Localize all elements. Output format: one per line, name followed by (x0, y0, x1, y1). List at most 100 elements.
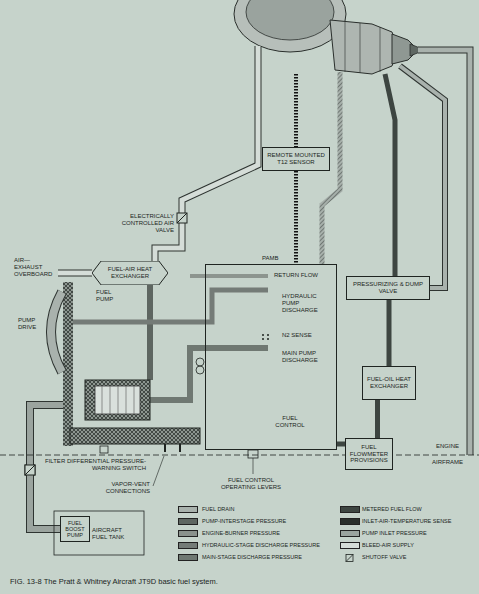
engine-drawing (234, 0, 346, 52)
node-label: FUEL-OIL HEAT EXCHANGER (365, 376, 413, 390)
part-label: FUEL CONTROL OPERATING LEVERS (218, 477, 284, 491)
fuel-pump-drawing (85, 380, 150, 420)
fuel-pump-drawing (248, 450, 258, 458)
flowmeter-box: FUEL FLOWMETER PROVISIONS (345, 438, 393, 470)
figure-caption: FIG. 13-8 The Pratt & Whitney Aircraft J… (10, 577, 218, 586)
sensor-box: REMOTE MOUNTED T12 SENSOR (262, 147, 330, 171)
engine-drawing (330, 20, 398, 74)
legend-swatch (178, 554, 198, 561)
fuel-pump-drawing (262, 334, 264, 336)
valve-symbol (345, 554, 355, 562)
fuel-pump-drawing (63, 282, 73, 446)
fuel-pump-drawing (253, 458, 254, 474)
fuel-pump-drawing (153, 456, 164, 486)
part-label: MAIN PUMP DISCHARGE (282, 350, 324, 364)
fuel-pump-drawing (51, 276, 269, 486)
node-label: FUEL FLOWMETER PROVISIONS (348, 444, 390, 465)
fuel-supply-pipe (25, 465, 35, 475)
legend-text: PUMP INLET PRESSURE (362, 530, 427, 536)
fuel-pump-drawing (100, 446, 108, 453)
fuel-pump-drawing (267, 334, 269, 336)
node-label: FUEL BOOST PUMP (63, 520, 87, 539)
valve-symbol (346, 555, 353, 562)
part-label: ELECTRICALLY CONTROLLED AIR VALVE (116, 213, 174, 234)
metered-fuel-line (387, 300, 392, 366)
part-label: AIRCRAFT FUEL TANK (92, 527, 134, 541)
fuel-pump-drawing (196, 366, 204, 374)
engine-lines (385, 74, 395, 276)
legend-swatch (178, 542, 198, 549)
fuel-pump-drawing (51, 292, 62, 372)
fuel-pump-drawing (267, 338, 269, 340)
part-label: FUEL PUMP (96, 289, 120, 303)
node-label: PRESSURIZING & DUMP VALVE (349, 281, 427, 295)
engine-lines (400, 66, 445, 288)
part-label: VAPOR-VENT CONNECTIONS (92, 481, 150, 495)
legend-swatch (178, 506, 198, 513)
engine-drawing (345, 22, 380, 73)
engine-airframe-boundary (0, 455, 479, 456)
legend-text: MAIN-STAGE DISCHARGE PRESSURE (202, 554, 302, 560)
part-label: N2 SENSE (282, 332, 312, 339)
metered-fuel-line (337, 442, 345, 447)
legend-swatch (178, 518, 198, 525)
part-label: FILTER DIFFERENTIAL PRESSURE-WARNING SWI… (40, 458, 146, 472)
fuel-supply-pipe (25, 405, 144, 555)
engine-drawing (234, 0, 425, 74)
pump-box: FUEL BOOST PUMP (60, 516, 90, 542)
fuel-pump-drawing (102, 386, 134, 414)
legend-text: METERED FUEL FLOW (362, 506, 422, 512)
hexagon-outline (92, 261, 168, 285)
legend-text: HYDRAULIC-STAGE DISCHARGE PRESSURE (202, 542, 320, 548)
engine-airframe-boundary (0, 455, 479, 456)
legend-text: INLET-AIR-TEMPERATURE SENSE (362, 518, 451, 524)
part-label: AIR— EXHAUST OVERBOARD (14, 257, 54, 278)
legend-text: PUMP-INTERSTAGE PRESSURE (202, 518, 286, 524)
legend-swatch (340, 530, 360, 537)
shutoff-valve-symbol (25, 465, 35, 475)
engine-lines (296, 50, 470, 455)
valve-box: PRESSURIZING & DUMP VALVE (346, 276, 430, 300)
bleed-air-pipe (58, 271, 93, 276)
legend-text: ENGINE-BURNER PRESSURE (202, 530, 280, 536)
legend-swatch (340, 542, 360, 549)
fuel-pump-drawing (147, 285, 153, 380)
valve-symbol (346, 555, 353, 562)
legend-swatch (340, 518, 360, 525)
node-label: REMOTE MOUNTED T12 SENSOR (265, 152, 327, 166)
fuel-pump-drawing (190, 274, 268, 278)
legend-swatch (178, 530, 198, 537)
fuel-pump-drawing (95, 386, 140, 414)
fuel-pump-drawing (51, 292, 62, 372)
fuel-pump-drawing (165, 444, 180, 452)
bleed-air-pipe (58, 270, 92, 277)
engine-lines (418, 50, 470, 455)
engine-drawing (246, 0, 334, 40)
sensor-line (294, 171, 298, 264)
legend-text: FUEL DRAIN (202, 506, 235, 512)
shutoff-valve-symbol (177, 213, 187, 223)
part-label: AIRFRAME (432, 459, 463, 466)
fuel-supply-pipe (54, 511, 144, 555)
fuel-pump-drawing (73, 290, 268, 322)
legend-text: SHUTOFF VALVE (362, 554, 406, 560)
fuel-supply-pipe (25, 465, 35, 475)
part-label: ENGINE (436, 443, 459, 450)
fuel-pump-drawing (70, 428, 200, 444)
heat-exchanger-box: FUEL-OIL HEAT EXCHANGER (362, 366, 416, 400)
fuel-pump-drawing (262, 338, 264, 340)
shutoff-valve-symbol (177, 213, 187, 223)
fuel-pump-drawing (196, 358, 204, 366)
node-label: FUEL CONTROL (270, 415, 310, 429)
metered-fuel-line (375, 400, 380, 438)
part-label: RETURN FLOW (274, 272, 318, 279)
engine-lines (294, 74, 298, 147)
heat-exchanger-hexagon: FUEL-AIR HEAT EXCHANGER (92, 261, 168, 285)
bleed-air-pipe (58, 46, 258, 273)
engine-lines (418, 50, 470, 455)
legend-swatch (340, 506, 360, 513)
engine-lines (400, 66, 445, 288)
part-label: PAMB (262, 255, 279, 262)
node-label: FUEL-AIR HEAT EXCHANGER (102, 266, 158, 280)
